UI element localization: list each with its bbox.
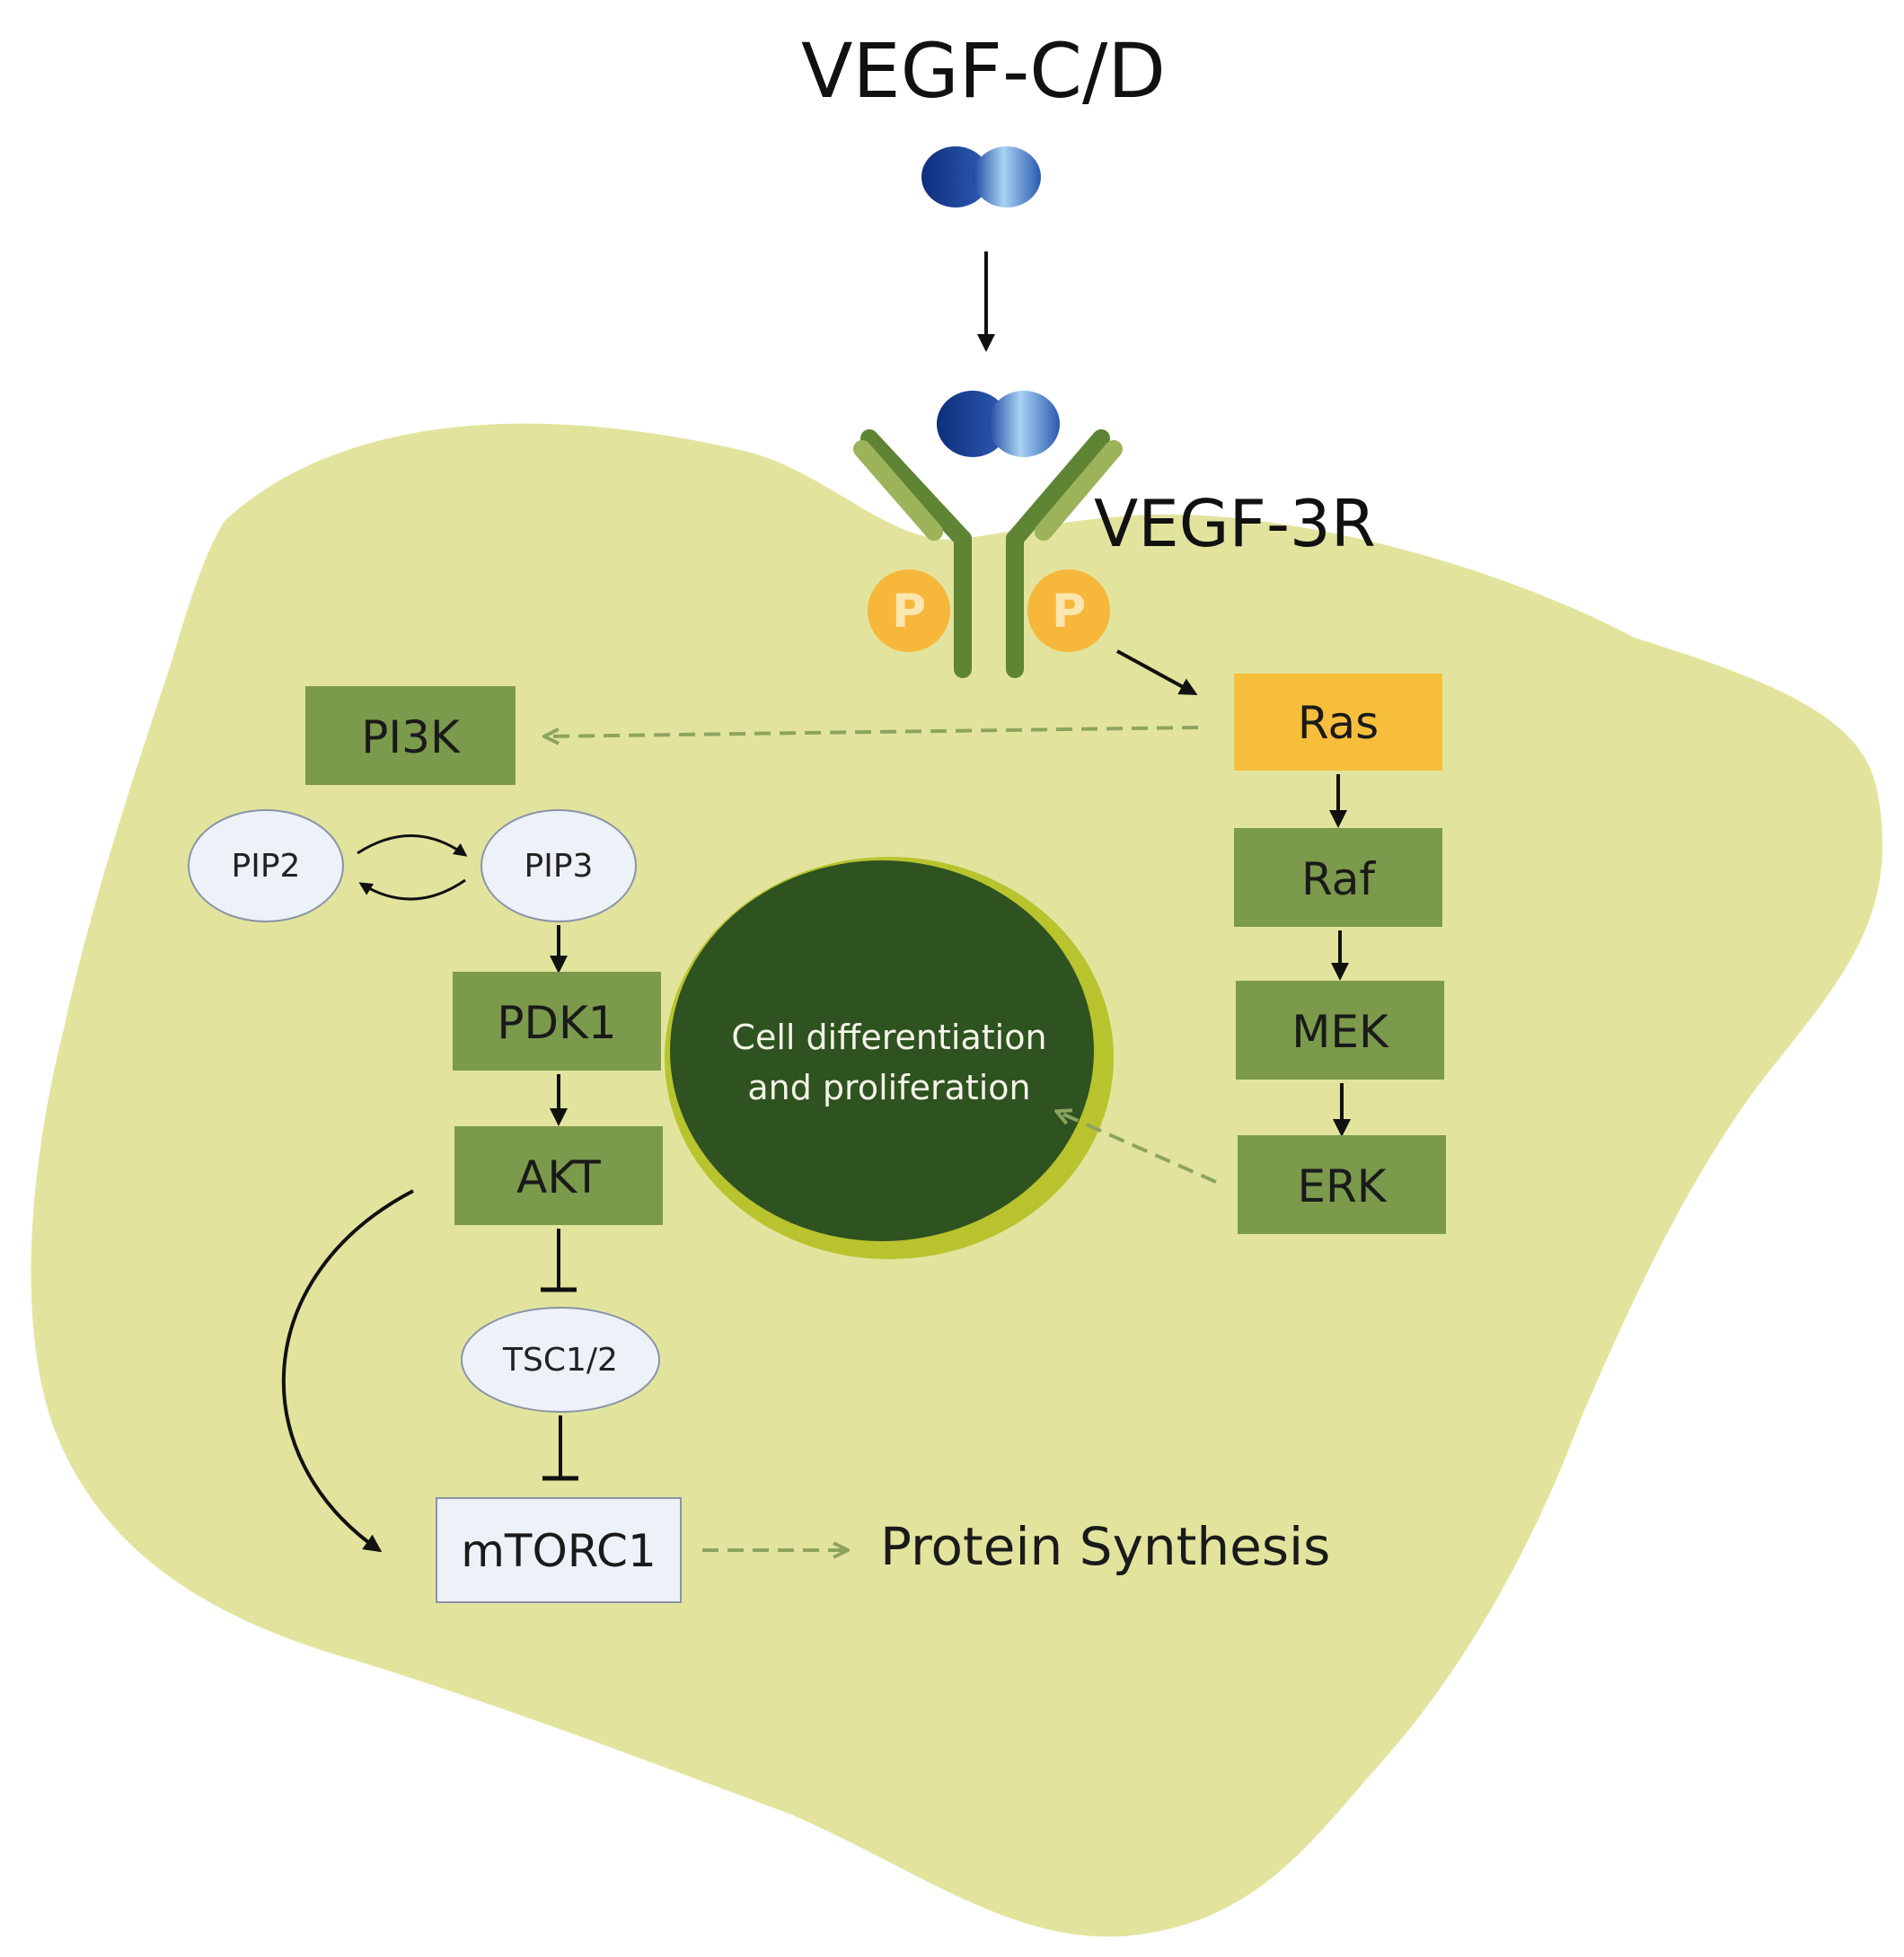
akt-to-mtorc1-arrow [281,1189,414,1553]
pip3-node: PIP3 [480,809,637,922]
erk-node: ERK [1238,1135,1446,1234]
akt-node: AKT [454,1126,663,1225]
svg-text:PI3K: PI3K [361,711,461,763]
pip2-node: PIP2 [188,809,344,922]
tsc-node: TSC1/2 [461,1307,660,1413]
receptor-label: VEGF-3R [1094,486,1376,561]
svg-text:PIP3: PIP3 [524,848,594,885]
receptor-to-ras-arrow [1116,649,1198,695]
phosphate-left-icon: P [868,569,950,652]
tsc-inhibits-mtorc1-line [542,1415,578,1481]
svg-text:Raf: Raf [1301,853,1376,905]
pdk1-node: PDK1 [453,972,661,1071]
svg-text:PIP2: PIP2 [232,848,301,885]
protein-synthesis-label: Protein Synthesis [880,1516,1330,1577]
raf-node: Raf [1234,828,1442,927]
svg-text:PDK1: PDK1 [497,997,616,1049]
free-ligand-icon [921,146,1041,207]
mtorc1-node: mTORC1 [436,1497,682,1603]
nucleus-label-line1: Cell differentiation [731,1018,1046,1057]
nucleus: Cell differentiation and proliferation [665,857,1114,1259]
ligand-label: VEGF-C/D [801,27,1166,115]
svg-text:AKT: AKT [516,1151,601,1203]
akt-inhibits-tsc-line [541,1229,577,1292]
pip3-to-pip2-arrow [358,878,466,901]
receptor-icon [853,429,1123,678]
erk-to-nucleus-arrow [1058,1112,1217,1184]
svg-text:P: P [892,585,926,639]
svg-text:TSC1/2: TSC1/2 [502,1342,618,1379]
bound-ligand-icon [937,391,1060,457]
nucleus-label-line2: and proliferation [747,1068,1030,1107]
svg-text:MEK: MEK [1291,1006,1389,1058]
svg-text:Ras: Ras [1298,697,1379,749]
svg-text:P: P [1052,585,1086,639]
phosphate-right-icon: P [1027,569,1110,652]
mek-node: MEK [1236,981,1444,1080]
ras-node: Ras [1234,674,1442,771]
pip2-to-pip3-arrow [357,834,468,857]
svg-text:ERK: ERK [1297,1160,1387,1212]
pi3k-node: PI3K [305,686,516,785]
svg-text:mTORC1: mTORC1 [461,1525,657,1577]
ras-to-pi3k-arrow [546,726,1199,736]
